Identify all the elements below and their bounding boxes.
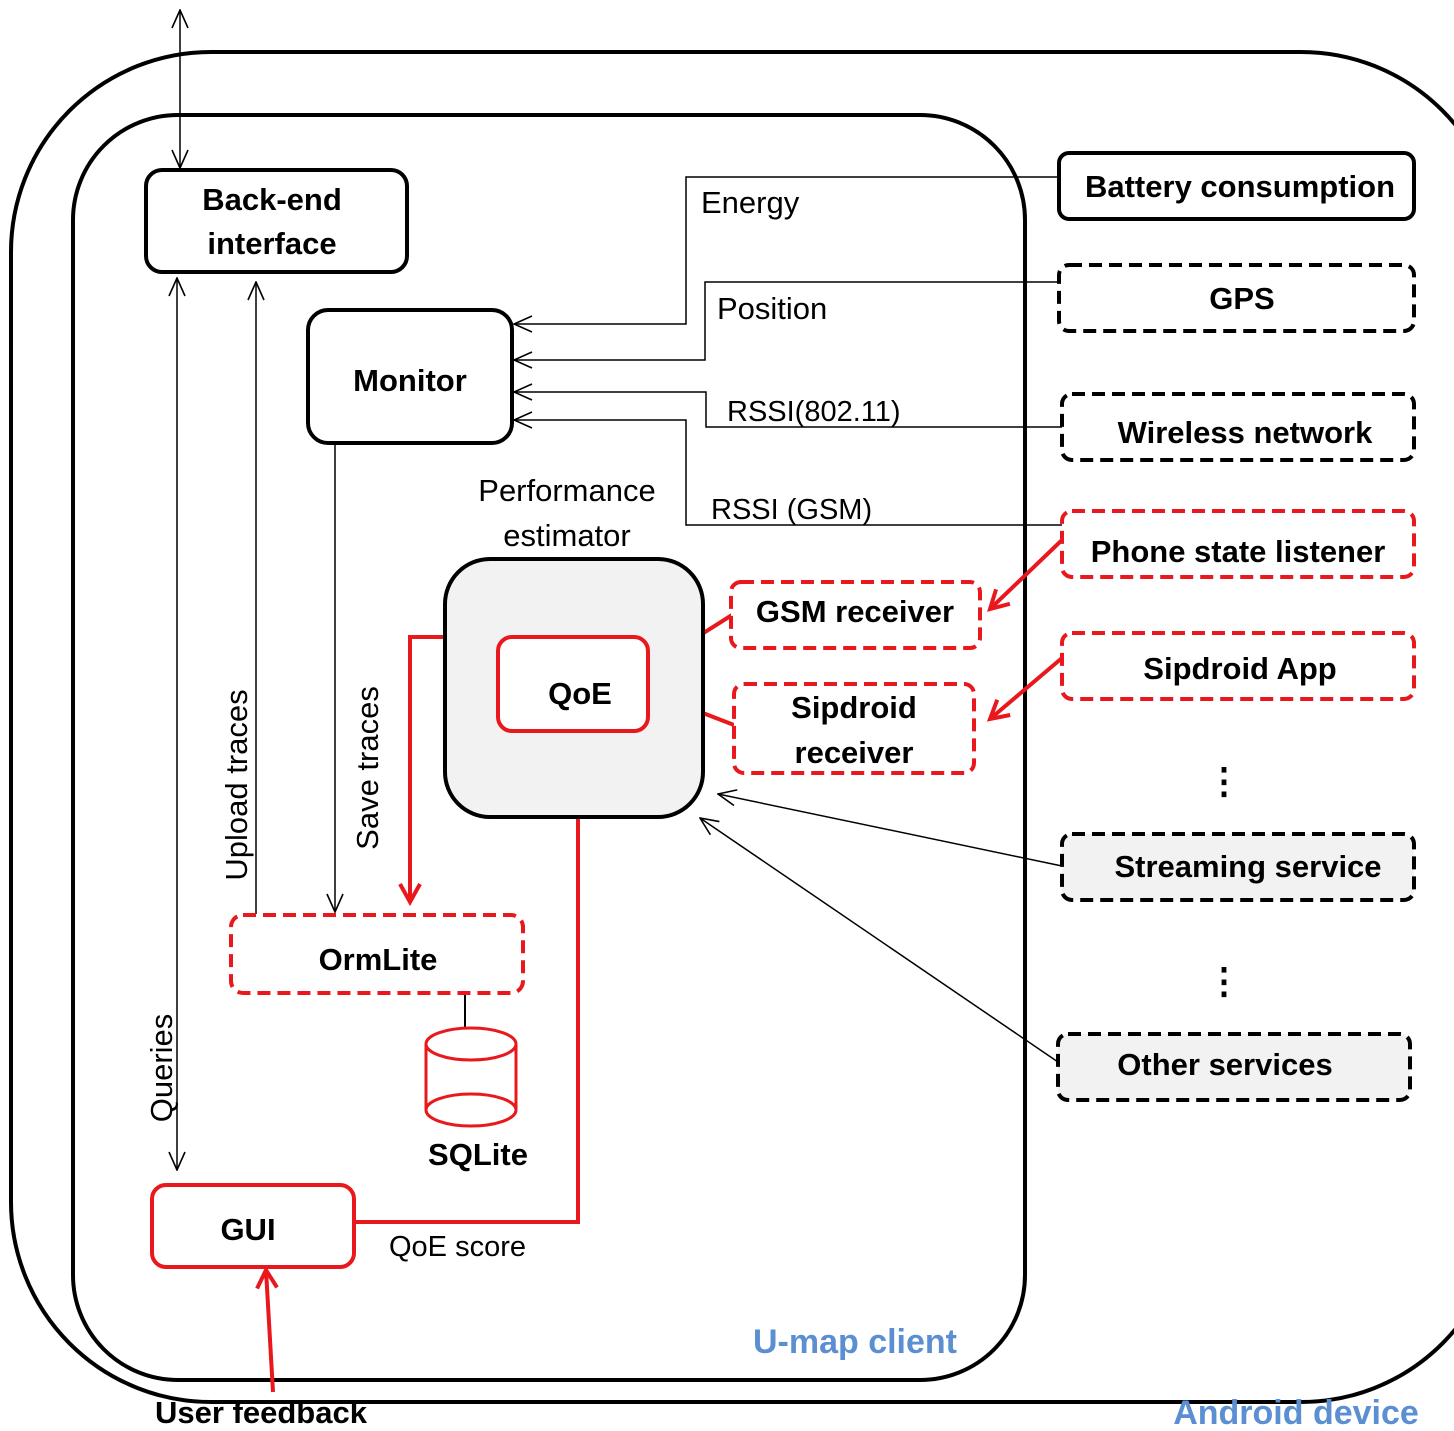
other-services-label: Other services (1117, 1047, 1332, 1082)
phone-state-to-gsm-receiver-arrow (990, 538, 1064, 609)
user-feedback-arrow (266, 1270, 273, 1393)
battery-consumption-box[interactable]: Battery consumption (1057, 151, 1416, 221)
ellipsis-1: ⋮ (1206, 760, 1242, 801)
gui-label: GUI (220, 1212, 275, 1247)
user-feedback-label: User feedback (155, 1395, 368, 1430)
sqlite-database-icon (424, 1026, 518, 1128)
umap-client-label: U-map client (753, 1323, 957, 1361)
rssi-wifi-label: RSSI(802.11) (727, 396, 901, 428)
monitor-box[interactable]: Monitor (306, 308, 514, 445)
qoe-score-arrow (355, 752, 578, 1224)
sipdroid-receiver-label-line-2: receiver (795, 735, 914, 770)
backend-label-line-1: Back-end (202, 182, 342, 217)
qoe-score-label: QoE score (389, 1231, 526, 1263)
other-services-arrow (700, 818, 1059, 1063)
performance-estimator-label-line-2: estimator (503, 518, 630, 553)
monitor-label: Monitor (353, 363, 467, 398)
qoe-label: QoE (548, 676, 612, 711)
ormlite-label: OrmLite (319, 942, 438, 977)
estimator-to-ormlite-arrow (410, 635, 445, 902)
rssi-gsm-arrow (514, 420, 1062, 526)
android-device-label: Android device (1173, 1394, 1419, 1431)
upload-traces-label: Upload traces (219, 689, 254, 880)
energy-label: Energy (701, 185, 800, 220)
position-arrow (514, 281, 1059, 360)
other-services-box[interactable]: Other services (1056, 1032, 1412, 1102)
rssi-wifi-arrow (514, 392, 1062, 428)
sipdroid-app-to-receiver-arrow (990, 656, 1064, 719)
gps-box[interactable]: GPS (1057, 263, 1416, 333)
save-traces-label: Save traces (350, 686, 385, 850)
qoe-box[interactable]: QoE (496, 635, 650, 733)
battery-label: Battery consumption (1085, 169, 1395, 204)
gsm-receiver-label: GSM receiver (756, 594, 954, 629)
sipdroid-receiver-box[interactable]: Sipdroid receiver (732, 682, 976, 775)
phone-state-label: Phone state listener (1091, 534, 1386, 569)
backend-label-line-2: interface (207, 226, 336, 261)
streaming-service-box[interactable]: Streaming service (1060, 832, 1416, 902)
performance-estimator-label-line-1: Performance (478, 473, 655, 508)
wireless-network-box[interactable]: Wireless network (1060, 392, 1416, 462)
queries-label: Queries (144, 1014, 179, 1123)
android-device-container (9, 50, 1454, 1404)
energy-arrow (514, 176, 1059, 324)
sipdroid-app-box[interactable]: Sipdroid App (1060, 631, 1416, 701)
streaming-label: Streaming service (1114, 849, 1381, 884)
gps-label: GPS (1209, 281, 1274, 316)
ellipsis-2: ⋮ (1206, 960, 1242, 1001)
position-label: Position (717, 291, 827, 326)
gui-box[interactable]: GUI (150, 1183, 356, 1269)
gsm-receiver-box[interactable]: GSM receiver (729, 580, 982, 650)
umap-client-container (71, 113, 1027, 1382)
sipdroid-app-label: Sipdroid App (1143, 651, 1336, 686)
streaming-arrow (718, 794, 1063, 867)
wireless-label: Wireless network (1118, 415, 1373, 450)
backend-interface-box[interactable]: Back-end interface (144, 168, 409, 274)
sipdroid-receiver-label-line-1: Sipdroid (791, 690, 917, 725)
sqlite-label: SQLite (428, 1137, 528, 1172)
rssi-gsm-label: RSSI (GSM) (711, 494, 872, 526)
phone-state-listener-box[interactable]: Phone state listener (1060, 509, 1416, 579)
ormlite-box[interactable]: OrmLite (229, 913, 525, 995)
